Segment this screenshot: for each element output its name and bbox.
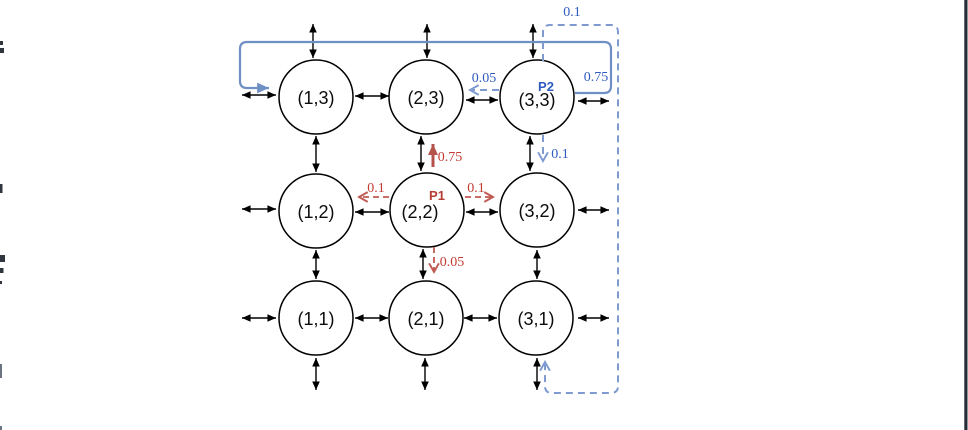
node-2-3: (2,3)	[388, 59, 464, 135]
node-circle-2-2	[389, 172, 465, 248]
p1-right-prob-label: 0.1	[467, 181, 485, 196]
p2-wrap-right-arrow	[238, 40, 613, 95]
p2-wrap-up-prob-label: 0.1	[563, 5, 581, 20]
node-circle-3-2	[499, 172, 575, 248]
p2-wrap-up-arrow	[539, 24, 619, 394]
node-3-2: (3,2)	[499, 172, 575, 248]
p2-down-prob-label: 0.1	[551, 147, 569, 162]
node-label-1-1: (1,1)	[297, 309, 334, 329]
p1-up-prob-label: 0.75	[438, 150, 463, 165]
node-label-3-1: (3,1)	[517, 309, 554, 329]
node-1-3: (1,3)	[278, 59, 354, 135]
agent-p1-tag: P1	[429, 188, 445, 203]
node-2-2: P1 (2,2)	[389, 172, 465, 248]
node-label-1-3: (1,3)	[297, 88, 334, 108]
node-circle-1-3	[278, 59, 354, 135]
node-1-1: (1,1)	[278, 280, 354, 356]
node-circle-2-1	[388, 280, 464, 356]
node-label-3-2: (3,2)	[518, 201, 555, 221]
node-circle-3-1	[498, 280, 574, 356]
node-label-2-2: (2,2)	[401, 202, 438, 222]
clipped-text-fragments-left-edge	[0, 41, 5, 430]
node-circle-3-3	[499, 59, 575, 135]
agent-p2-tag: P2	[538, 79, 554, 94]
node-circle-1-1	[278, 280, 354, 356]
node-circle-2-3	[388, 59, 464, 135]
node-label-2-3: (2,3)	[407, 88, 444, 108]
page-right-border	[964, 0, 968, 430]
p1-left-prob-label: 0.1	[367, 181, 385, 196]
node-label-2-1: (2,1)	[407, 309, 444, 329]
node-2-1: (2,1)	[388, 280, 464, 356]
node-1-2: (1,2)	[278, 173, 354, 249]
node-circle-1-2	[278, 173, 354, 249]
node-label-3-3: (3,3)	[518, 90, 555, 110]
node-label-1-2: (1,2)	[297, 202, 334, 222]
p2-wrap-right-prob-label: 0.75	[584, 70, 609, 85]
p2-left-prob-label: 0.05	[472, 71, 497, 86]
node-3-1: (3,1)	[498, 280, 574, 356]
p1-down-prob-label: 0.05	[440, 255, 465, 270]
node-3-3: P2 (3,3)	[499, 59, 575, 135]
